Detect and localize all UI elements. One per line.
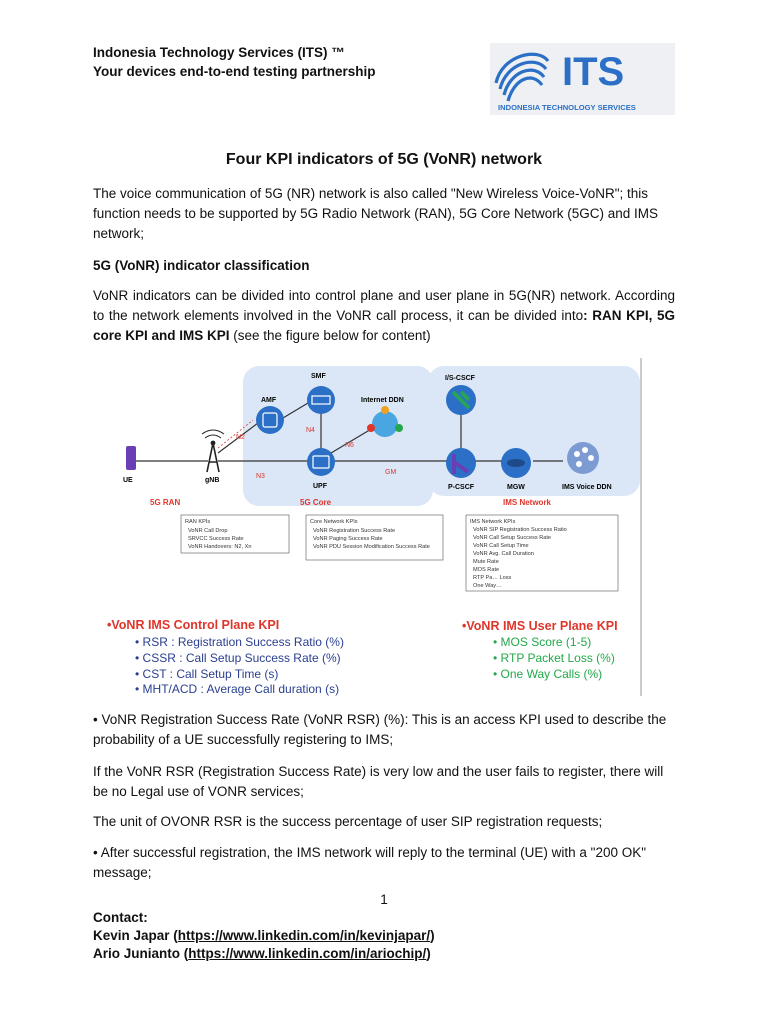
link-gm: GM — [385, 469, 396, 476]
control-kpi-item: • CSSR : Call Setup Success Rate (%) — [135, 651, 341, 665]
section-heading: 5G (VoNR) indicator classification — [93, 258, 310, 273]
company-tagline: Your devices end-to-end testing partners… — [93, 64, 376, 79]
ims-kpi-item: VoNR Call Setup Time — [473, 543, 529, 549]
node-iscscf: I/S-CSCF — [445, 375, 476, 382]
link-n6: N6 — [345, 442, 354, 449]
contact-label: Contact: — [93, 910, 148, 925]
gnb-tower-icon — [201, 429, 225, 473]
logo-subtext: INDONESIA TECHNOLOGY SERVICES — [498, 103, 636, 112]
user-plane-title: •VoNR IMS User Plane KPI — [462, 619, 618, 633]
node-ims-voice-ddn: IMS Voice DDN — [562, 484, 612, 491]
document-title: Four KPI indicators of 5G (VoNR) network — [225, 151, 543, 168]
ims-box-title: IMS Network KPIs — [470, 519, 516, 525]
ue-phone-icon — [126, 446, 136, 470]
company-name: Indonesia Technology Services (ITS) ™ — [93, 45, 345, 60]
control-plane-title: •VoNR IMS Control Plane KPI — [107, 618, 279, 632]
link-n4: N4 — [306, 427, 315, 434]
rsr-low-paragraph: If the VoNR RSR (Registration Success Ra… — [93, 764, 664, 799]
ran-box-title: RAN KPIs — [185, 519, 210, 525]
classification-paragraph: VoNR indicators can be divided into cont… — [93, 286, 675, 346]
ran-kpi-box — [180, 514, 290, 554]
user-kpi-item: • RTP Packet Loss (%) — [493, 651, 615, 665]
ran-kpi-item: VoNR Call Drop — [188, 528, 227, 534]
internet-ddn-icon — [367, 406, 403, 437]
ims-voice-ddn-icon — [567, 442, 599, 474]
core-kpi-item: VoNR Paging Success Rate — [313, 536, 383, 542]
contact-person-2: Ario Junianto (https://www.linkedin.com/… — [93, 946, 431, 961]
header-text: Indonesia Technology Services (ITS) ™ Yo… — [93, 43, 376, 81]
control-kpi-item: • MHT/ACD : Average Call duration (s) — [135, 682, 339, 696]
domain-ims: IMS Network — [503, 498, 552, 507]
domain-core: 5G Core — [300, 498, 332, 507]
node-ue: UE — [123, 477, 133, 484]
para2-bold: : RAN KPI, 5G core KPI and IMS KPI — [93, 308, 675, 343]
pcscf-icon — [446, 448, 476, 478]
page-number: 1 — [380, 892, 388, 907]
node-amf: AMF — [261, 397, 277, 404]
control-kpi-item: • RSR : Registration Success Ratio (%) — [135, 635, 344, 649]
ims-kpi-item: One Way… — [473, 583, 502, 589]
linkedin-link-kevin[interactable]: https://www.linkedin.com/in/kevinjapar/ — [177, 928, 431, 943]
contact-person-1: Kevin Japar (https://www.linkedin.com/in… — [93, 928, 435, 943]
its-logo-graphic: ITS INDONESIA TECHNOLOGY SERVICES — [494, 50, 636, 112]
user-kpi-item: • MOS Score (1-5) — [493, 635, 591, 649]
ims-kpi-item: VoNR Call Setup Success Rate — [473, 535, 551, 541]
ims-kpi-item: RTP Pa… Loss — [473, 575, 512, 581]
registration-reply-paragraph: • After successful registration, the IMS… — [93, 845, 647, 880]
rsr-unit-paragraph: The unit of OVONR RSR is the success per… — [93, 814, 603, 829]
logo-wordmark: ITS — [562, 50, 624, 94]
ims-kpi-box — [465, 514, 619, 592]
amf-icon — [256, 406, 284, 434]
core-kpi-item: VoNR PDU Session Modification Success Ra… — [313, 544, 430, 550]
link-n3: N3 — [256, 473, 265, 480]
core-panel — [243, 366, 433, 506]
ims-kpi-item: VoNR Avg. Call Duration — [473, 551, 534, 557]
node-smf: SMF — [311, 373, 327, 380]
ims-kpi-item: MOS Rate — [473, 567, 499, 573]
node-pcscf: P-CSCF — [448, 484, 475, 491]
core-kpi-box — [305, 514, 444, 561]
ran-kpi-item: VoNR Handovers: N2, Xn — [188, 544, 251, 550]
upf-icon — [307, 448, 335, 476]
para2-text: VoNR indicators can be divided into cont… — [93, 288, 675, 323]
para2-tail: (see the figure below for content) — [229, 328, 431, 343]
intro-paragraph: The voice communication of 5G (NR) netwo… — [93, 186, 658, 241]
core-box-title: Core Network KPIs — [310, 519, 358, 525]
node-upf: UPF — [313, 483, 328, 490]
control-kpi-item: • CST : Call Setup Time (s) — [135, 667, 278, 681]
node-gnb: gNB — [205, 477, 219, 484]
ims-kpi-item: Mute Rate — [473, 559, 499, 565]
node-mgw: MGW — [507, 484, 525, 491]
ims-kpi-item: VoNR SIP Registration Success Ratio — [473, 527, 567, 533]
rsr-bullet-paragraph: • VoNR Registration Success Rate (VoNR R… — [93, 712, 667, 747]
domain-ran: 5G RAN — [150, 498, 180, 507]
its-logo: ITS INDONESIA TECHNOLOGY SERVICES — [490, 43, 675, 115]
link-n2: N2 — [236, 434, 245, 441]
smf-icon — [307, 386, 335, 414]
user-kpi-item: • One Way Calls (%) — [493, 667, 602, 681]
linkedin-link-ario[interactable]: https://www.linkedin.com/in/ariochip/ — [188, 946, 427, 961]
core-kpi-item: VoNR Registration Success Rate — [313, 528, 395, 534]
vonr-kpi-figure: UE gNB AMF SMF UPF Internet DDN I/S-CSCF… — [93, 358, 675, 698]
network-diagram: UE gNB AMF SMF UPF Internet DDN I/S-CSCF… — [107, 358, 642, 696]
ran-kpi-item: SRVCC Success Rate — [188, 536, 244, 542]
contact-block: Contact: Kevin Japar (https://www.linked… — [93, 909, 435, 963]
node-internet-ddn: Internet DDN — [361, 397, 404, 404]
